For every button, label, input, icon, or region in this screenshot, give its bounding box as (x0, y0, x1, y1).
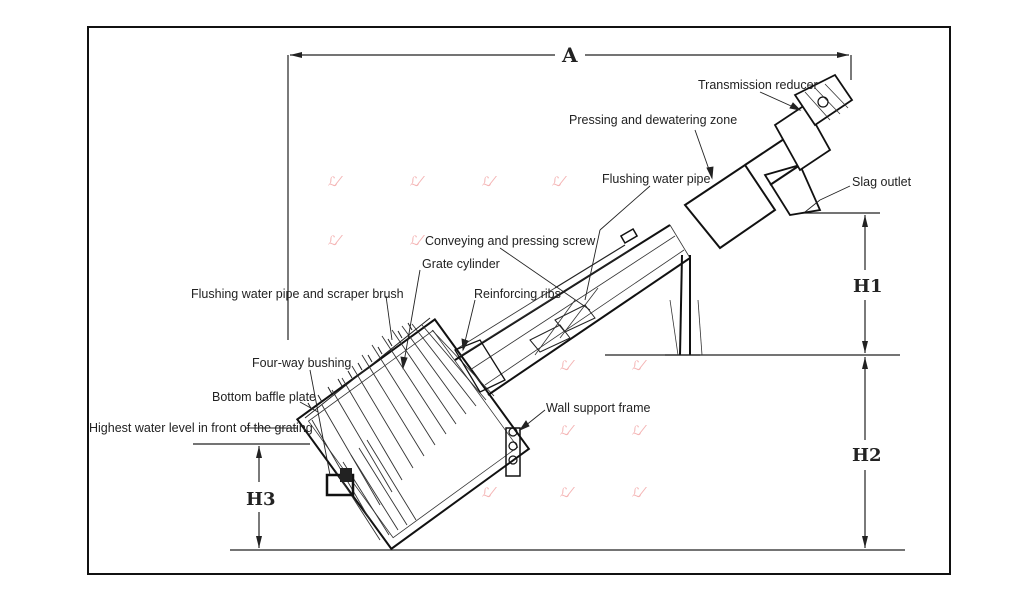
label-highest-water: Highest water level in front of the grat… (89, 421, 313, 435)
dimension-h3: H3 (193, 443, 905, 551)
label-transmission-reducer: Transmission reducer (698, 78, 818, 92)
dimension-h3-label: H3 (246, 489, 276, 510)
dimension-h1-h2: H1 H2 (605, 212, 900, 548)
svg-text:ℒ⁄: ℒ⁄ (482, 175, 497, 190)
dimension-a: A (287, 43, 852, 340)
svg-text:ℒ⁄: ℒ⁄ (482, 486, 497, 501)
component-labels: Transmission reducer Pressing and dewate… (89, 78, 912, 435)
dimension-a-label: A (561, 43, 578, 67)
watermarks: ℒ⁄ ℒ⁄ ℒ⁄ ℒ⁄ ℒ⁄ ℒ⁄ ℒ⁄ ℒ⁄ ℒ⁄ ℒ⁄ ℒ⁄ ℒ⁄ ℒ⁄ (328, 175, 647, 501)
label-four-way-bushing: Four-way bushing (252, 356, 351, 370)
conveyor-tube (454, 224, 691, 396)
label-slag-outlet: Slag outlet (852, 175, 912, 189)
svg-text:ℒ⁄: ℒ⁄ (560, 424, 575, 439)
label-wall-support: Wall support frame (546, 401, 650, 415)
label-flushing-pipe: Flushing water pipe (602, 172, 710, 186)
svg-text:ℒ⁄: ℒ⁄ (410, 175, 425, 190)
label-bottom-baffle: Bottom baffle plate (212, 390, 316, 404)
svg-text:ℒ⁄: ℒ⁄ (410, 234, 425, 249)
drive-unit (744, 73, 854, 186)
svg-text:ℒ⁄: ℒ⁄ (552, 175, 567, 190)
label-flushing-scraper: Flushing water pipe and scraper brush (191, 287, 404, 301)
svg-text:ℒ⁄: ℒ⁄ (632, 486, 647, 501)
support-leg (665, 254, 703, 356)
svg-text:ℒ⁄: ℒ⁄ (328, 234, 343, 249)
wall-support-frame (505, 427, 521, 477)
svg-text:ℒ⁄: ℒ⁄ (560, 359, 575, 374)
label-conveying-screw: Conveying and pressing screw (425, 234, 596, 248)
svg-text:ℒ⁄: ℒ⁄ (632, 359, 647, 374)
screen-machine (295, 73, 854, 551)
reinforcing-ribs (454, 339, 506, 393)
dimension-h2-label: H2 (852, 445, 882, 466)
dimension-h1-label: H1 (853, 276, 883, 297)
slag-outlet-chute (763, 163, 822, 216)
svg-text:ℒ⁄: ℒ⁄ (328, 175, 343, 190)
label-grate-cylinder: Grate cylinder (422, 257, 500, 271)
flushing-water-pipe-line (454, 228, 639, 357)
diagram-frame (87, 26, 951, 575)
svg-text:ℒ⁄: ℒ⁄ (632, 424, 647, 439)
label-pressing-zone: Pressing and dewatering zone (569, 113, 737, 127)
leader-lines (245, 91, 851, 476)
svg-text:ℒ⁄: ℒ⁄ (560, 486, 575, 501)
pressing-zone-box (669, 163, 777, 259)
label-reinforcing-ribs: Reinforcing ribs (474, 287, 561, 301)
